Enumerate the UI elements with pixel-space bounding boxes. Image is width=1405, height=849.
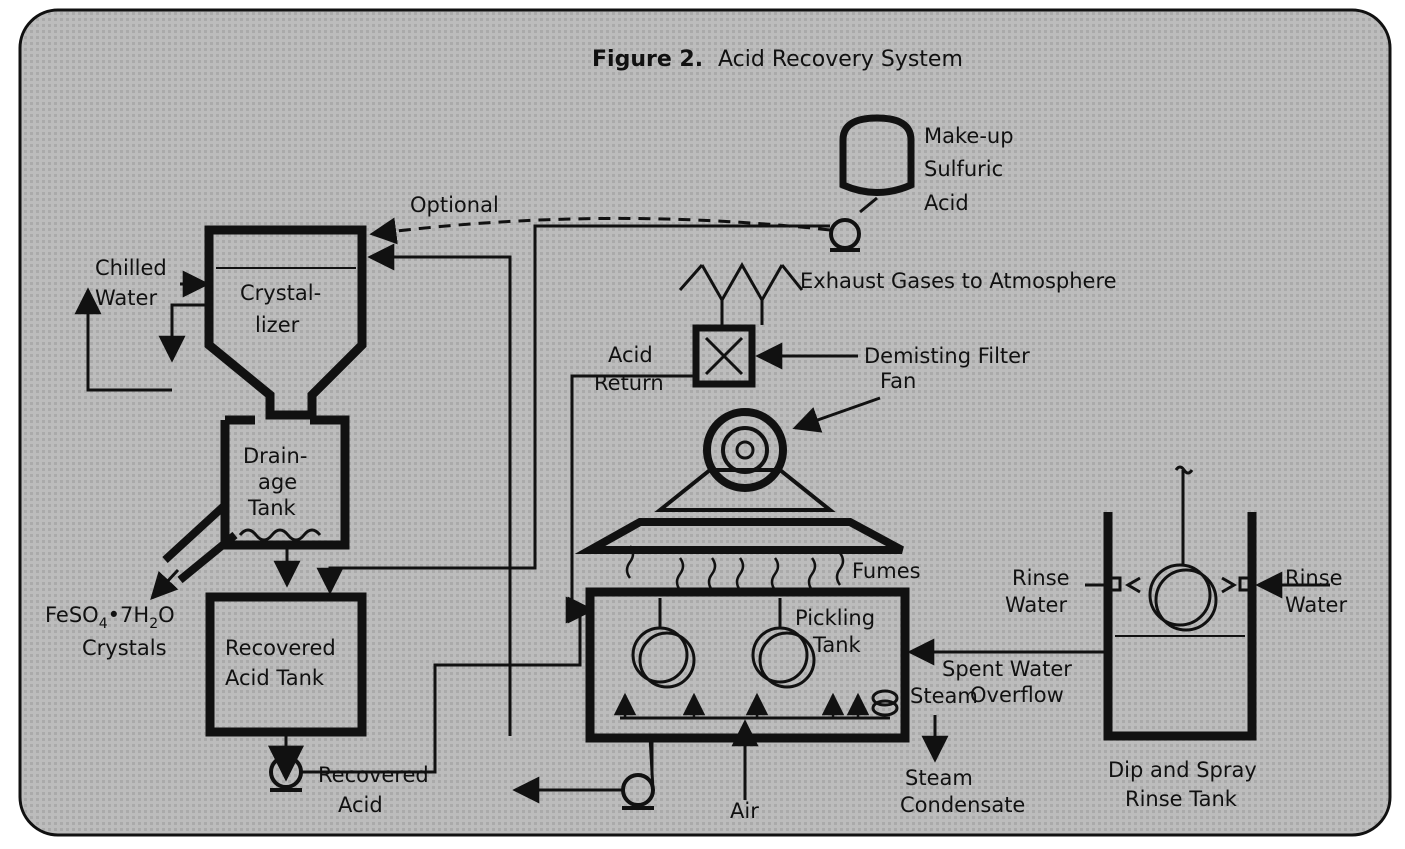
pickling-label-2: Tank — [812, 633, 862, 657]
steam-condensate-label-1: Steam — [905, 766, 973, 790]
recovered-tank-label-1: Recovered — [225, 636, 336, 660]
chilled-water-return — [74, 287, 172, 392]
fume-hood — [574, 518, 904, 554]
crystals-label: Crystals — [82, 636, 167, 660]
recovered-acid-label-2: Acid — [338, 793, 383, 817]
makeup-label-3: Acid — [924, 191, 969, 215]
makeup-feed-line — [316, 224, 830, 595]
chilled-water-label: Water — [95, 286, 157, 310]
air-bubble-arrows — [613, 692, 870, 718]
recovered-acid-label-1: Recovered — [318, 763, 429, 787]
chilled-label: Chilled — [95, 256, 167, 280]
rinse-water-right-label-1: Rinse — [1285, 566, 1343, 590]
steam-condensate-label-2: Condensate — [900, 793, 1025, 817]
demisting-filter — [692, 324, 756, 388]
crystallizer-label-1: Crystal- — [240, 281, 321, 305]
dip-spray-label-2: Rinse Tank — [1125, 787, 1238, 811]
fan-label: Fan — [880, 369, 916, 393]
steam-label: Steam — [910, 684, 978, 708]
recovered-acid-tank — [205, 592, 367, 737]
chilled-water-out — [158, 303, 209, 363]
spent-water-label-2: Overflow — [970, 683, 1064, 707]
makeup-label-2: Sulfuric — [924, 157, 1003, 181]
figure-title: Figure 2. Acid Recovery System — [592, 47, 963, 72]
rinse-water-left-label-2: Water — [1005, 593, 1067, 617]
exhaust-label: Exhaust Gases to Atmosphere — [800, 269, 1117, 293]
spray-nozzles — [1106, 576, 1254, 594]
figure-number: Figure 2. — [592, 47, 703, 72]
demisting-label: Demisting Filter — [864, 344, 1030, 368]
pickling-label-1: Pickling — [795, 606, 875, 630]
optional-line — [369, 216, 831, 245]
optional-label: Optional — [410, 193, 499, 217]
fume-arrows — [625, 545, 845, 591]
makeup-acid-tank — [839, 114, 915, 214]
figure-title-text: Acid Recovery System — [718, 47, 963, 72]
drainage-label-2: age — [258, 470, 297, 494]
rinse-coil — [1148, 465, 1218, 632]
fan-pointer — [792, 396, 881, 433]
rinse-water-right-label-2: Water — [1285, 593, 1347, 617]
fumes-label: Fumes — [852, 559, 921, 583]
makeup-pump-icon — [829, 218, 861, 252]
crystallizer-label-2: lizer — [255, 313, 300, 337]
drainage-screen — [238, 528, 322, 542]
acid-return-label-1: Acid — [608, 343, 653, 367]
spent-water-label-1: Spent Water — [942, 657, 1072, 681]
exhaust-zigzag — [678, 261, 804, 304]
acid-return-pipe — [567, 374, 694, 624]
crystals-arrow — [150, 568, 180, 600]
drainage-label-3: Tank — [247, 496, 297, 520]
feso4-label: FeSO4•7H2O — [45, 603, 175, 632]
recovered-pump-icon — [268, 745, 304, 792]
steam-coil-icon — [871, 689, 899, 717]
crystals-chute — [162, 502, 238, 584]
acid-return-line — [367, 243, 512, 736]
rinse-tank — [1103, 512, 1257, 741]
air-label: Air — [730, 799, 759, 823]
makeup-label-1: Make-up — [924, 124, 1014, 148]
drainage-label-1: Drain- — [243, 444, 307, 468]
fan-icon — [654, 408, 836, 512]
dip-spray-label-1: Dip and Spray — [1108, 758, 1257, 782]
recovered-tank-label-2: Acid Tank — [225, 666, 325, 690]
rinse-water-left-label-1: Rinse — [1012, 566, 1070, 590]
drainage-tank — [220, 415, 350, 550]
crystallizer-vessel — [204, 225, 367, 420]
pickling-coils — [631, 598, 816, 689]
